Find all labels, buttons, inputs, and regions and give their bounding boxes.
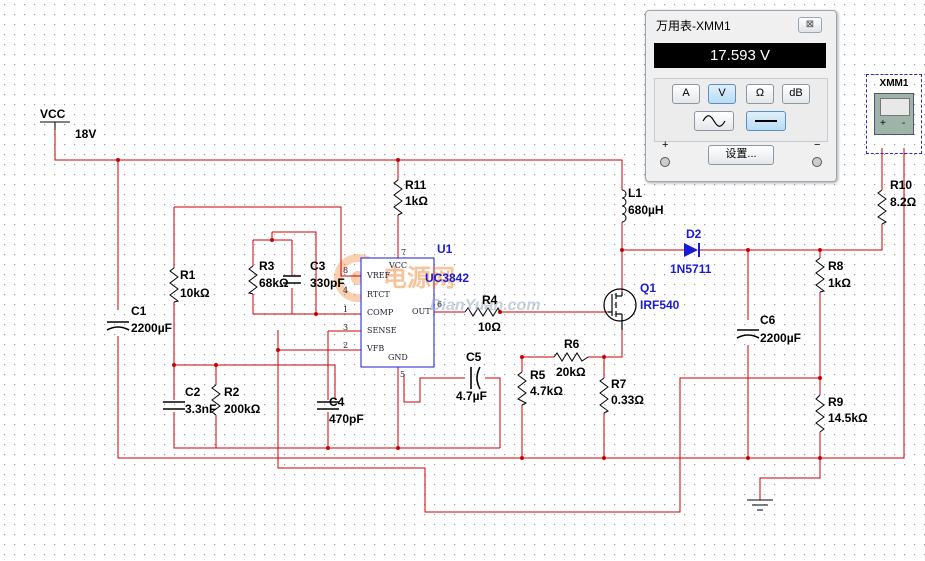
meter-dial-icon [880, 98, 910, 116]
r11-ref: R11 [405, 178, 427, 192]
resistor-symbols[interactable] [169, 179, 888, 433]
xmm1-minus: - [902, 118, 906, 129]
sine-wave-icon [702, 115, 726, 127]
r4-ref: R4 [482, 293, 498, 307]
ic-pin-sense: SENSE [367, 326, 397, 335]
close-button[interactable]: ⊠ [798, 17, 822, 33]
r10-ref: R10 [890, 178, 913, 192]
capacitor-symbols[interactable] [106, 275, 760, 410]
ic-pin-vcc: VCC [389, 261, 408, 270]
plus-terminal-icon[interactable] [660, 157, 670, 167]
r8-ref: R8 [828, 259, 844, 273]
ic-pin-rtct: RTCT [367, 290, 390, 299]
ic-pin-num-4: 4 [343, 286, 349, 295]
d2-ref: D2 [686, 227, 702, 241]
ic-pin-out: OUT [412, 307, 431, 316]
ic-u1-body[interactable] [360, 257, 435, 368]
xmm1-plus: + [880, 118, 886, 129]
r6-ref: R6 [564, 337, 580, 351]
multimeter-reading: 17.593 V [654, 43, 826, 68]
r6-value: 20kΩ [556, 365, 586, 379]
voltmeter-button[interactable]: V [708, 84, 736, 104]
ic-pin-num-5: 5 [400, 370, 406, 379]
vcc-value: 18V [75, 127, 97, 141]
r4-value: 10Ω [478, 320, 501, 334]
ic-pin-num-3: 3 [343, 323, 349, 332]
q1-value: IRF540 [640, 298, 680, 312]
ic-part: UC3842 [425, 271, 470, 285]
minus-terminal-icon[interactable] [812, 157, 822, 167]
multimeter-window[interactable]: 万用表-XMM1 ⊠ 17.593 V A V Ω dB 设置... + − [645, 10, 837, 182]
ic-pin-num-7: 7 [401, 248, 407, 257]
r3-ref: R3 [259, 259, 275, 273]
wires [54, 130, 905, 513]
r2-value: 200kΩ [224, 402, 261, 416]
d2-value: 1N5711 [670, 262, 712, 276]
c2-ref: C2 [185, 385, 201, 399]
c4-ref: C4 [329, 395, 345, 409]
xmm1-label: XMM1 [879, 78, 909, 89]
decibel-button[interactable]: dB [782, 84, 810, 104]
vcc-symbol[interactable] [40, 121, 70, 130]
c4-value: 470pF [329, 412, 364, 426]
r1-value: 10kΩ [180, 286, 210, 300]
ic-ref: U1 [437, 242, 453, 256]
mosfet-q1[interactable] [603, 288, 637, 330]
inductor-l1[interactable] [621, 189, 627, 223]
dc-mode-button[interactable] [746, 111, 786, 131]
multimeter-title: 万用表-XMM1 [656, 19, 731, 33]
r10-value: 8.2Ω [890, 195, 917, 209]
ac-mode-button[interactable] [694, 111, 734, 131]
diode-d2[interactable] [684, 243, 700, 257]
ground-symbol [747, 499, 773, 511]
c1-ref: C1 [131, 304, 147, 318]
xmm1-face: + - [874, 93, 914, 135]
ic-pin-num-2: 2 [343, 341, 349, 350]
watermark-text: 电源网 [383, 265, 455, 292]
r3-value: 68kΩ [259, 276, 289, 290]
c2-value: 3.3nF [185, 402, 217, 416]
r9-value: 14.5kΩ [828, 411, 868, 425]
c3-ref: C3 [310, 259, 326, 273]
ohmmeter-button[interactable]: Ω [746, 84, 774, 104]
settings-button[interactable]: 设置... [708, 145, 774, 165]
minus-terminal-label: − [814, 139, 821, 151]
ic-pin-vref: VREF [367, 271, 391, 280]
ic-pin-vfb: VFB [367, 344, 385, 353]
l1-ref: L1 [628, 186, 643, 200]
ic-pin-comp: COMP [367, 308, 394, 317]
r5-value: 4.7kΩ [530, 384, 563, 398]
xmm1-instrument[interactable]: XMM1 + - [866, 74, 922, 154]
ic-pin-num-6: 6 [437, 300, 443, 309]
q1-ref: Q1 [640, 281, 657, 295]
r5-ref: R5 [530, 368, 546, 382]
junctions [116, 158, 822, 460]
r11-value: 1kΩ [405, 194, 428, 208]
r9-ref: R9 [828, 395, 844, 409]
l1-value: 680µH [628, 203, 664, 217]
ic-pin-num-8: 8 [343, 266, 349, 275]
r7-ref: R7 [611, 377, 627, 391]
c6-ref: C6 [760, 313, 776, 327]
c5-value: 4.7µF [456, 389, 487, 403]
r7-value: 0.33Ω [611, 393, 644, 407]
r8-value: 1kΩ [828, 276, 851, 290]
r1-ref: R1 [180, 268, 196, 282]
ammeter-button[interactable]: A [672, 84, 700, 104]
dc-line-icon [755, 120, 777, 122]
c3-value: 330pF [310, 276, 345, 290]
c5-ref: C5 [466, 350, 482, 364]
c1-value: 2200µF [131, 321, 172, 335]
r2-ref: R2 [224, 385, 240, 399]
plus-terminal-label: + [662, 139, 669, 151]
ic-pin-gnd: GND [388, 353, 408, 362]
vcc-label: VCC [40, 107, 66, 121]
ic-pin-num-1: 1 [343, 305, 349, 314]
watermark-url: DianYuan.com [430, 297, 541, 314]
c6-value: 2200µF [760, 331, 801, 345]
